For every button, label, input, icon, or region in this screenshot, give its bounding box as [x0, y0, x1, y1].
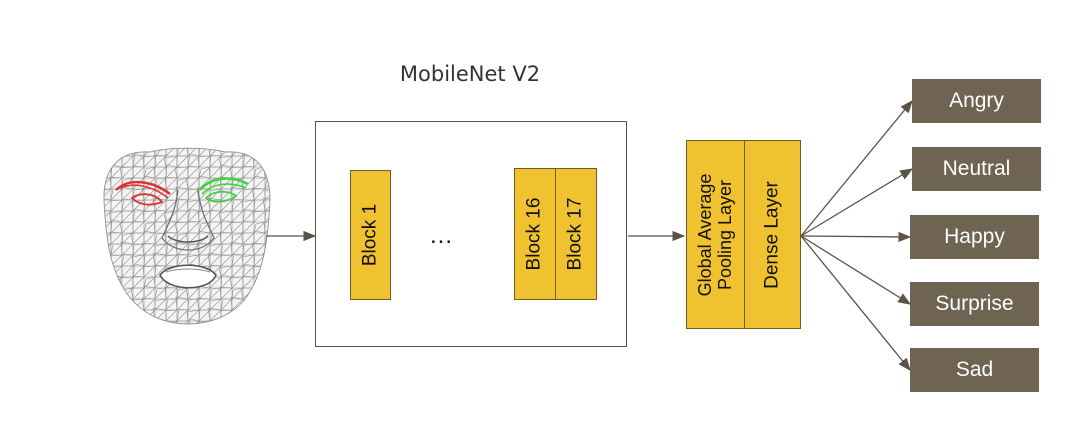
pooling-layer-label: Global Average Pooling Layer [694, 173, 735, 296]
class-arrow-2 [800, 168, 914, 237]
class-sad: Sad [910, 348, 1039, 392]
mobilenet-container [315, 121, 627, 347]
block-16: Block 16 [514, 168, 556, 300]
block-16-label: Block 16 [523, 197, 545, 271]
dense-to-class-arrows [800, 99, 914, 372]
class-neutral-label: Neutral [942, 157, 1011, 180]
class-happy: Happy [910, 215, 1039, 259]
block-1-label: Block 1 [359, 203, 381, 267]
global-average-pooling-layer: Global Average Pooling Layer [686, 140, 745, 329]
block-1: Block 1 [350, 170, 391, 300]
class-surprise: Surprise [910, 282, 1039, 326]
class-neutral: Neutral [912, 147, 1041, 191]
face-mesh-icon [103, 147, 271, 325]
class-happy-label: Happy [944, 225, 1005, 248]
class-angry: Angry [912, 79, 1041, 123]
class-sad-label: Sad [955, 358, 994, 381]
class-angry-label: Angry [949, 89, 1004, 112]
class-arrow-5 [800, 235, 911, 372]
dense-layer: Dense Layer [744, 140, 801, 329]
dense-layer-label: Dense Layer [761, 180, 783, 289]
diagram-title: MobileNet V2 [399, 62, 541, 86]
class-surprise-label: Surprise [935, 292, 1014, 315]
ellipsis: ... [430, 222, 454, 249]
block-17: Block 17 [555, 168, 597, 300]
block-17-label: Block 17 [564, 197, 586, 271]
class-arrow-4 [800, 235, 912, 305]
class-arrow-3 [800, 231, 912, 243]
class-arrow-1 [800, 99, 913, 237]
